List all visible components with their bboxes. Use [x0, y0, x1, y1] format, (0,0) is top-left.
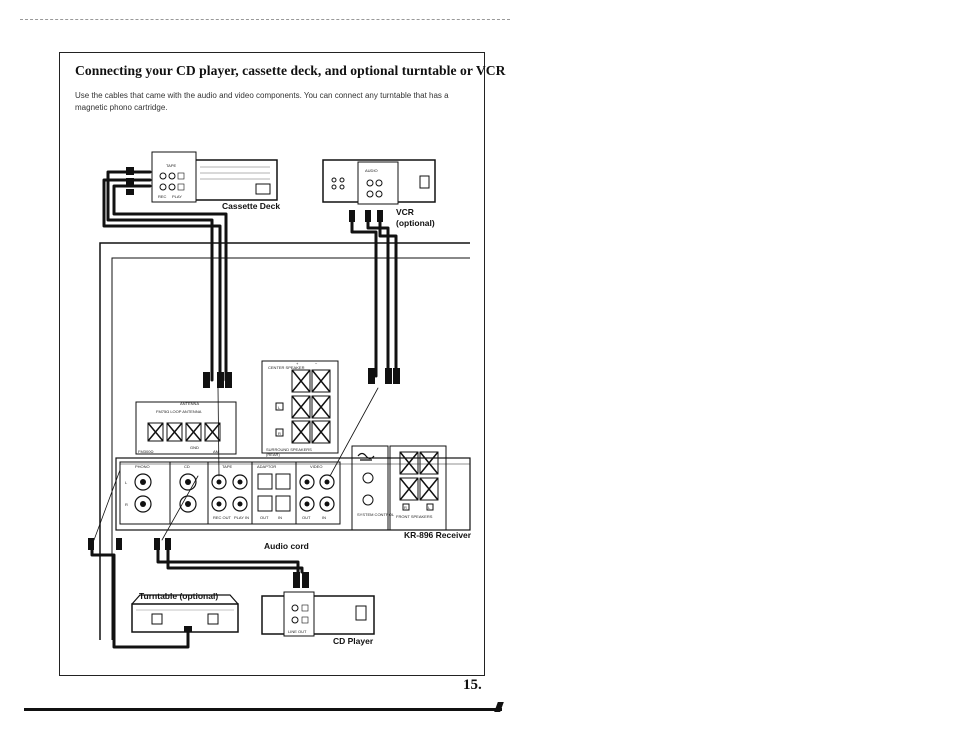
rear-label: (REAR) [266, 452, 280, 457]
phono-label: PHONO [135, 464, 150, 469]
rec-label: REC [158, 194, 167, 199]
page-frame [59, 52, 485, 676]
receiver-body [99, 242, 471, 640]
center-r-label: R [278, 431, 281, 436]
front-speakers-section: R L FRONT SPEAKERS [389, 445, 447, 531]
audio-cord-label: Audio cord [264, 541, 309, 551]
tape-jack-label: TAPE [222, 464, 232, 469]
am-label: AM [213, 449, 219, 454]
minus-label: − [315, 361, 318, 366]
turntable-label: Turntable (optional) [139, 591, 219, 601]
center-speaker-label: CENTER SPEAKER [268, 365, 305, 370]
fm300-label: FM300Ω [138, 449, 153, 454]
top-dashed-rule [20, 19, 510, 20]
gnd-label: GND [190, 445, 199, 450]
video-out-label: OUT [302, 515, 311, 520]
adaptor-label: ADAPTOR [257, 464, 276, 469]
cassette-deck: TAPE REC PLAY [151, 151, 278, 203]
antenna-block: ANTENNA FM75Ω LOOP ANTENNA GND FM300Ω AM [135, 401, 237, 455]
phono-r-label: R [125, 502, 128, 507]
surround-label: SURROUND SPEAKERS [266, 447, 312, 452]
vcr-label: VCR [396, 207, 414, 217]
intro-text: Use the cables that came with the audio … [75, 91, 449, 112]
play-in-label: PLAY IN [234, 515, 249, 520]
video-label: VIDEO [310, 464, 322, 469]
audio-label: AUDIO [365, 168, 378, 173]
system-control-section: SYSTEM CONTROL [351, 445, 395, 531]
center-l-label: L [278, 405, 281, 410]
receiver-label: KR-896 Receiver [404, 530, 472, 540]
vcr-unit: AUDIO [322, 159, 436, 205]
adaptor-in-label: IN [278, 515, 282, 520]
front-l-label: L [428, 505, 431, 510]
page-number: 15. [463, 677, 482, 693]
plus-label: + [296, 361, 299, 366]
adaptor-section: ADAPTOR OUT IN [251, 461, 297, 525]
page-title: Connecting your CD player, cassette deck… [75, 63, 506, 78]
video-section: VIDEO OUT IN [295, 461, 341, 525]
rca-plugs [88, 167, 400, 632]
cd-player-label: CD Player [333, 636, 374, 646]
fm75-label: FM75Ω LOOP ANTENNA [156, 409, 202, 414]
cassette-deck-label: Cassette Deck [222, 201, 281, 211]
system-control-label: SYSTEM CONTROL [357, 512, 395, 517]
tape-label: TAPE [166, 163, 176, 168]
front-speakers-label: FRONT SPEAKERS [396, 514, 433, 519]
cd-jack-label: CD [184, 464, 190, 469]
video-in-label: IN [322, 515, 326, 520]
vcr-optional-label: (optional) [396, 218, 435, 228]
line-out-label: LINE OUT [288, 629, 307, 634]
antenna-label: ANTENNA [180, 401, 199, 406]
phono-l-label: L [125, 480, 128, 485]
bottom-rule [24, 708, 502, 711]
rec-out-label: REC OUT [213, 515, 232, 520]
front-r-label: R [404, 505, 407, 510]
cd-player-unit: LINE OUT [261, 591, 375, 637]
tape-section: TAPE REC OUT PLAY IN [207, 461, 253, 525]
center-speaker-panel: CENTER SPEAKER + − L R SURROUND SPEAKERS… [261, 360, 339, 457]
play-label: PLAY [172, 194, 182, 199]
adaptor-out-label: OUT [260, 515, 269, 520]
